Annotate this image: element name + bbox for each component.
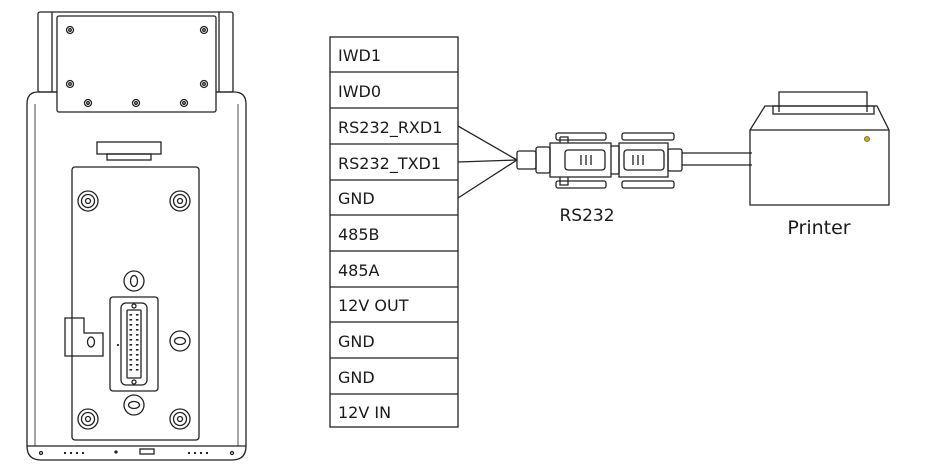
terminal-label: GND [338, 332, 375, 351]
wiring-port [109, 296, 159, 392]
terminal-label: GND [338, 368, 375, 387]
terminal-table [329, 36, 459, 428]
status-led-icon [864, 136, 870, 142]
printer-icon [749, 91, 890, 206]
terminal-label: 485A [338, 261, 380, 280]
terminal-label: 12V OUT [338, 296, 409, 315]
rs232-wires [457, 125, 752, 199]
rs232-connector [516, 132, 683, 189]
printer-label: Printer [787, 217, 850, 239]
latch [96, 141, 162, 155]
back-panel [71, 166, 200, 441]
device-body [26, 91, 247, 461]
terminal-label: IWD0 [338, 82, 381, 101]
terminal-label: 485B [338, 225, 380, 244]
terminal-label: GND [338, 189, 375, 208]
screw-icon [77, 190, 191, 430]
terminal-label: RS232_RXD1 [338, 118, 442, 138]
rs232-label: RS232 [559, 206, 614, 226]
usb-port [139, 448, 155, 455]
terminal-label: IWD1 [338, 46, 381, 65]
screw-icon [65, 25, 209, 108]
terminal-label: RS232_TXD1 [338, 154, 441, 174]
device-back-view [26, 11, 247, 461]
terminal-label: 12V IN [338, 403, 391, 422]
tamper-switch [64, 317, 104, 357]
mount-plate [56, 15, 217, 113]
